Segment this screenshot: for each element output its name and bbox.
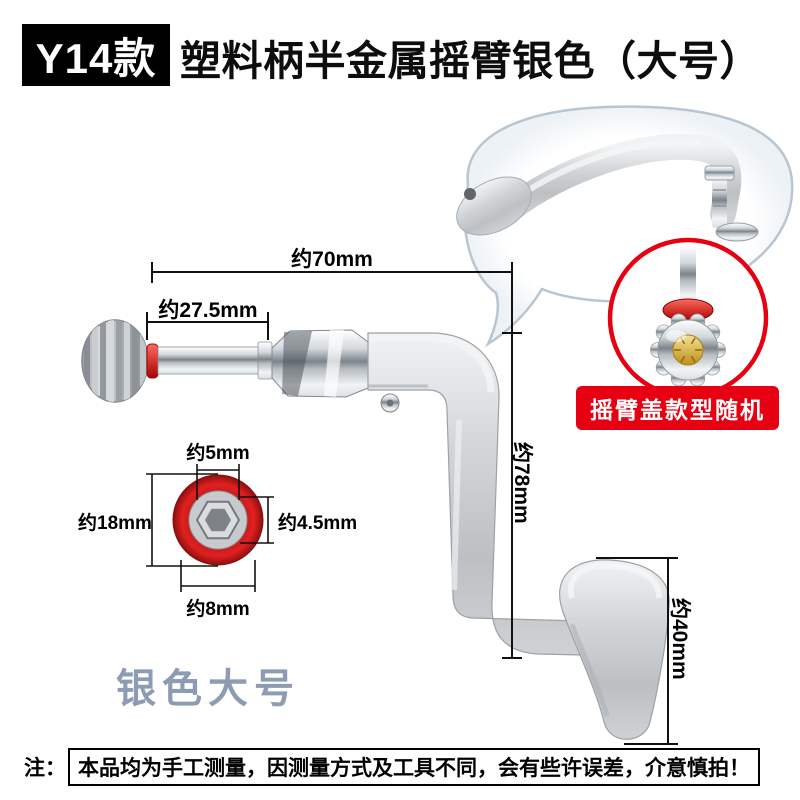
knob-hole xyxy=(464,188,476,200)
cap-detail-callout xyxy=(607,237,769,399)
dimension-label-knob-height: 约40mm xyxy=(668,598,691,680)
shaft xyxy=(157,346,269,375)
dimension-label-inner-diameter: 约8mm xyxy=(186,599,250,620)
crank-arm xyxy=(367,332,583,656)
note-prefix: 注： xyxy=(24,757,66,780)
dimension-lines xyxy=(146,262,678,745)
variant-label: 银色大号 xyxy=(116,667,300,711)
dimension-label-washer-outer-diameter: 约18mm xyxy=(78,513,152,534)
cap-style-random-label: 摇臂盖款型随机 xyxy=(576,386,779,430)
note-boxed-text: 本品均为手工测量，因测量方式及工具不同，会有些许误差，介意慎拍！ xyxy=(68,748,760,786)
model-badge: Y14款 xyxy=(22,24,170,86)
folded-handle-photo xyxy=(456,133,759,242)
shaft-collar xyxy=(257,341,273,380)
dimension-label-arm-height: 约78mm xyxy=(510,442,533,524)
grip-knob xyxy=(559,559,670,740)
hex-coupling xyxy=(271,329,369,398)
page-title: 塑料柄半金属摇臂银色（大号） xyxy=(180,38,761,84)
cap-red-washer xyxy=(662,298,714,322)
dimension-label-hex-across-flats: 约4.5mm xyxy=(278,513,358,534)
hex-dimension-lines xyxy=(146,464,274,592)
dimension-label-shaft-length: 约27.5mm xyxy=(158,299,258,322)
knurled-cap xyxy=(650,313,726,387)
red-washer xyxy=(146,343,159,379)
hex-detail xyxy=(146,464,274,592)
measurement-note: 注： 本品均为手工测量，因测量方式及工具不同，会有些许误差，介意慎拍！ xyxy=(24,748,760,786)
handle-knob-left xyxy=(81,319,149,403)
cap-shaft xyxy=(680,246,696,306)
dimension-label-hex-top-width: 约5mm xyxy=(186,443,250,464)
dimension-label-total-length: 约70mm xyxy=(291,248,373,271)
main-product xyxy=(81,319,670,740)
